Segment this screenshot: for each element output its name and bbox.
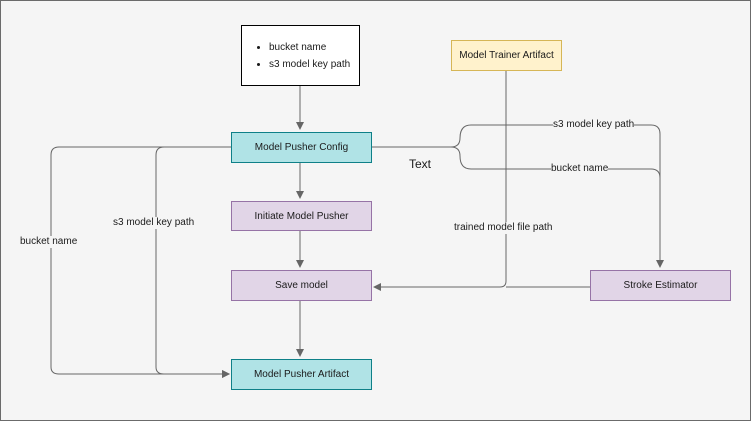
params-box: bucket name s3 model key path: [241, 25, 360, 86]
save-model-node: Save model: [231, 270, 372, 301]
edge-label-s3-key-right: s3 model key path: [553, 119, 635, 131]
free-text-label: Text: [409, 157, 432, 171]
stroke-estimator-node: Stroke Estimator: [590, 270, 731, 301]
edge-config-s3-to-estimator: [372, 124, 664, 268]
params-item-s3-key: s3 model key path: [269, 56, 350, 73]
edge-config-bucket-to-estimator: [450, 146, 661, 179]
model-pusher-artifact-node: Model Pusher Artifact: [231, 359, 372, 390]
edge-trainer-to-save: [373, 71, 507, 291]
edge-label-bucket-left: bucket name: [20, 236, 78, 248]
model-pusher-config-node: Model Pusher Config: [231, 132, 372, 163]
edge-config-s3-to-artifact: [155, 146, 231, 378]
edge-config-bucket-to-artifact: [50, 146, 231, 378]
edge-label-trained-path: trained model file path: [454, 222, 553, 234]
params-list: bucket name s3 model key path: [242, 39, 350, 73]
params-item-bucket: bucket name: [269, 39, 350, 56]
edge-label-s3-key-left: s3 model key path: [113, 217, 195, 229]
initiate-model-pusher-node: Initiate Model Pusher: [231, 201, 372, 231]
edge-label-bucket-right: bucket name: [551, 163, 609, 175]
model-trainer-artifact-node: Model Trainer Artifact: [451, 40, 562, 71]
